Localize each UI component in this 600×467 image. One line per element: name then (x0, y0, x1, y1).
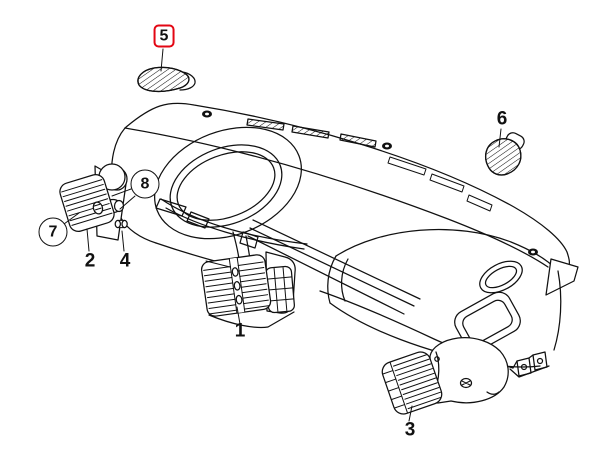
screw-grommet-icon (202, 110, 538, 256)
part-4-clip-drawing (115, 220, 127, 227)
callout-leader-lines (64, 49, 501, 421)
callout-5-highlighted[interactable]: 5 (153, 24, 175, 48)
callout-8[interactable]: 8 (130, 169, 160, 199)
callout-6[interactable]: 6 (496, 108, 508, 130)
callout-7[interactable]: 7 (38, 217, 68, 247)
part-2-driver-side-vent-drawing (58, 164, 127, 240)
part-6-side-defroster-grille-drawing (486, 131, 527, 175)
callout-2[interactable]: 2 (84, 250, 96, 272)
part-5-defroster-grille-drawing (138, 67, 195, 91)
part-3-passenger-side-vent-drawing (380, 338, 509, 417)
callout-3[interactable]: 3 (404, 419, 416, 441)
callout-4[interactable]: 4 (119, 250, 131, 272)
defroster-slots (247, 119, 492, 211)
callout-1[interactable]: 1 (234, 320, 246, 342)
part-1-center-vent-drawing (201, 252, 296, 328)
dashboard-body-drawing (112, 103, 578, 377)
